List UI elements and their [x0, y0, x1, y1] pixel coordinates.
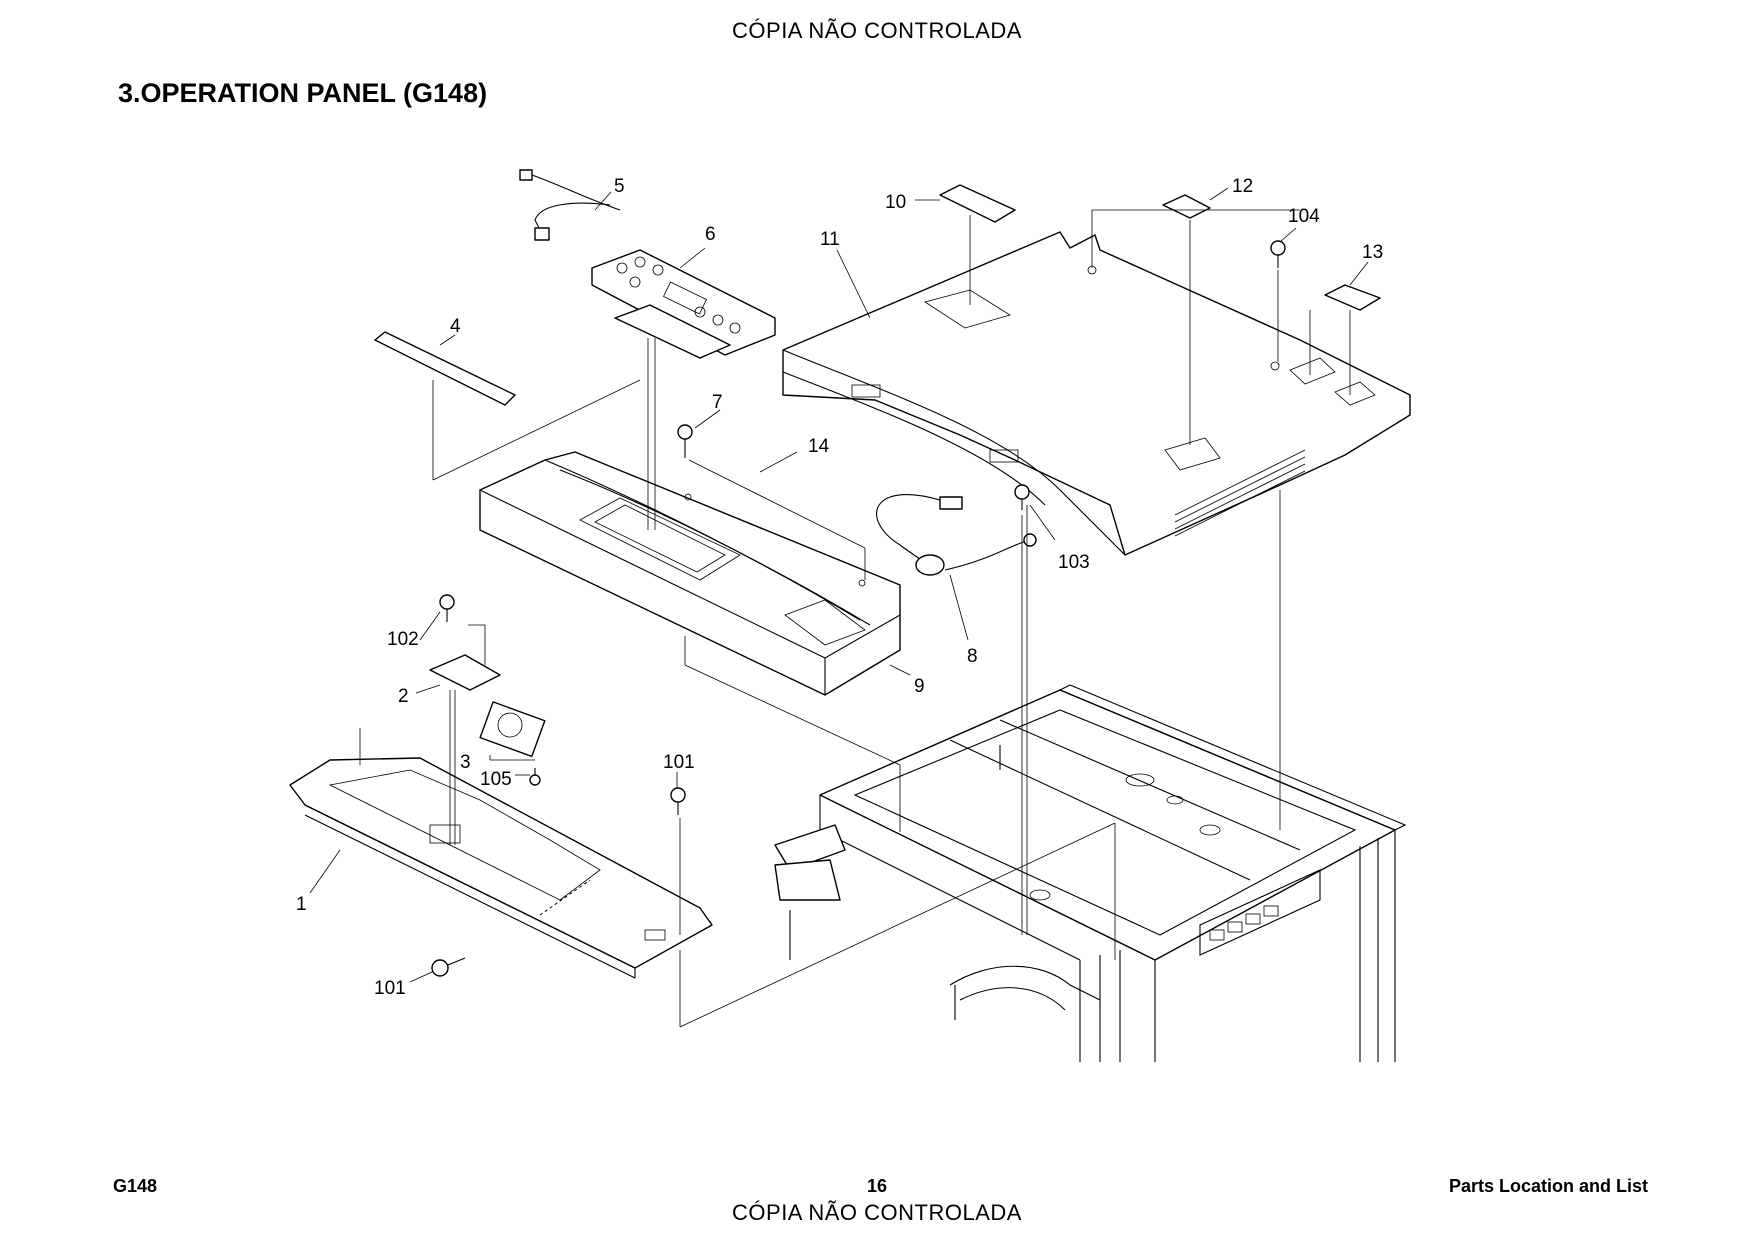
watermark-top: CÓPIA NÃO CONTROLADA	[732, 18, 1022, 43]
callout-label: 105	[480, 769, 512, 790]
callout-label: 3	[460, 752, 471, 773]
callout-leaders	[309, 187, 1369, 983]
page-title: 3.OPERATION PANEL (G148)	[118, 78, 488, 108]
callout-label: 103	[1058, 552, 1090, 573]
cover-13-drawing	[1324, 284, 1381, 311]
callout-label: 4	[450, 316, 461, 337]
bracket-2-drawing	[429, 654, 501, 691]
callout-label: 11	[820, 229, 840, 250]
footer-model: G148	[113, 1176, 158, 1196]
machine-body-drawing	[774, 684, 1407, 1062]
callout-label: 6	[705, 224, 716, 245]
callout-label: 2	[398, 686, 409, 707]
callout-label: 1	[296, 894, 307, 915]
callout-label: 101	[374, 978, 406, 999]
callout-label: 8	[967, 646, 978, 667]
callout-label: 12	[1232, 176, 1253, 197]
callout-label: 10	[885, 192, 906, 213]
top-cover-drawing	[782, 231, 1411, 556]
callout-label: 9	[914, 676, 925, 697]
cover-10-drawing	[939, 184, 1016, 223]
callout-label: 5	[614, 176, 625, 197]
operation-panel-board-drawing	[591, 249, 776, 359]
callout-label: 102	[387, 629, 419, 650]
footer-section-title: Parts Location and List	[1448, 1176, 1648, 1196]
callout-label: 13	[1362, 242, 1383, 263]
harness-8-drawing	[876, 494, 1037, 576]
footer-page-number: 16	[866, 1176, 888, 1196]
callout-label: 7	[712, 392, 723, 413]
cover-12-drawing	[1162, 194, 1211, 219]
callout-label: 14	[808, 436, 830, 457]
callout-label: 101	[663, 752, 695, 773]
screws-drawing	[431, 240, 1286, 977]
assembly-lines	[359, 209, 1351, 1028]
callout-label: 104	[1288, 206, 1320, 227]
cover-4-drawing	[374, 331, 516, 406]
fan-3-drawing	[479, 701, 546, 758]
watermark-bottom: CÓPIA NÃO CONTROLADA	[732, 1200, 1022, 1225]
bottom-cover-drawing	[289, 757, 713, 979]
fan-3-blade	[497, 712, 523, 738]
harness-drawing	[519, 169, 621, 241]
panel-frame-drawing	[479, 451, 901, 696]
